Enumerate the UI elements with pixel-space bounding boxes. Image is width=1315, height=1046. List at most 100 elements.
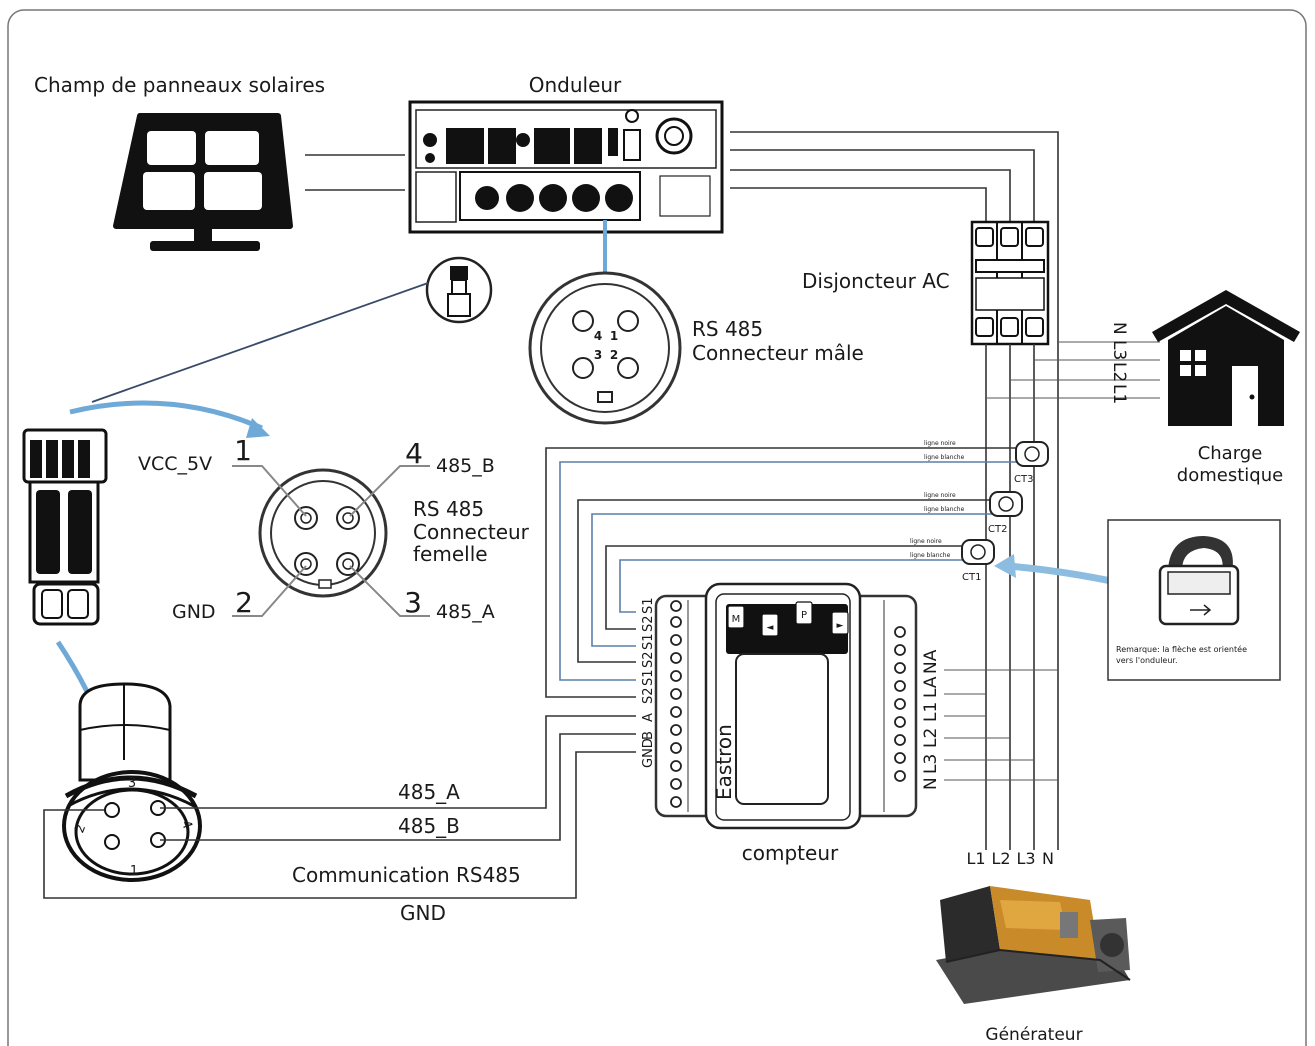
- meter-terminal-s1-ct2: S1: [641, 633, 656, 650]
- eastron-meter: [654, 582, 918, 830]
- ct3-white-label: ligne blanche: [924, 454, 965, 461]
- ac-wire-l1-top: [730, 187, 987, 222]
- house-phase-l1: L1: [1109, 384, 1129, 404]
- wire-485-a: [160, 715, 636, 809]
- ct-note-line-2: vers l'onduleur.: [1116, 656, 1178, 665]
- wire-485-b-label: 485_B: [398, 814, 460, 838]
- house-phase-l3: L3: [1109, 340, 1129, 360]
- ac-breaker-icon: [970, 220, 1050, 346]
- ct2-black-label: ligne noire: [924, 492, 956, 499]
- meter-terminal-s1-ct1: S1: [641, 597, 656, 614]
- meter-brand: Eastron: [712, 724, 736, 800]
- meter-p-button[interactable]: [795, 601, 813, 625]
- ct3-black-wire: [545, 447, 1020, 698]
- rs485-female-label-1: RS 485: [413, 497, 484, 521]
- meter-m-label: M: [732, 614, 741, 625]
- female-pin-1: 1: [234, 434, 252, 467]
- ct2-white-wire: [591, 513, 994, 647]
- house-phase-l2: L2: [1109, 362, 1129, 382]
- meter-terminal-l3: L3: [921, 754, 941, 774]
- meter-m-button[interactable]: [727, 605, 745, 629]
- meter-terminal-l1: L1: [921, 702, 941, 722]
- meter-terminal-s2-ct3: S2: [641, 687, 656, 704]
- meter-label: compteur: [742, 841, 839, 865]
- ct-clamp-large-icon: [1158, 536, 1240, 626]
- ct3-label: CT3: [1014, 474, 1033, 485]
- ct3-clamp-icon: [1015, 441, 1049, 467]
- meter-buttons: M ◄ P ►: [727, 601, 849, 637]
- ct1-black-wire: [605, 545, 966, 630]
- meter-left-button[interactable]: [761, 613, 779, 637]
- solar-field-label: Champ de panneaux solaires: [34, 73, 325, 97]
- wire-gnd-label: GND: [400, 901, 446, 925]
- generator-label: Générateur: [985, 1025, 1082, 1045]
- ct1-clamp-icon: [961, 539, 995, 565]
- wire-485-a-label: 485_A: [398, 780, 460, 804]
- male-pin-2: 2: [610, 348, 618, 362]
- meter-terminal-s2-ct2: S2: [641, 651, 656, 668]
- ct2-clamp-icon: [989, 491, 1023, 517]
- male-pin-4: 4: [594, 329, 602, 343]
- ct2-black-wire: [577, 499, 994, 663]
- meter-right-button[interactable]: [831, 611, 849, 635]
- ct1-black-label: ligne noire: [910, 538, 942, 545]
- rs485-female-connector: [258, 468, 388, 598]
- meter-right-label: ►: [837, 621, 844, 631]
- diagram-frame: [7, 9, 1307, 1046]
- gen-phase-n: N: [1042, 849, 1054, 868]
- ct-note-line-1: Remarque: la flèche est orientée: [1116, 644, 1247, 654]
- ac-wire-n: [730, 131, 1059, 850]
- 485-a-label: 485_A: [436, 601, 495, 623]
- wire-gnd: [43, 751, 636, 899]
- rs485-male-label-1: RS 485: [692, 317, 763, 341]
- house-phase-n: N: [1109, 322, 1129, 335]
- meter-left-label: ◄: [767, 623, 774, 633]
- meter-terminal-b: B: [641, 731, 656, 740]
- home-load-label-1: Charge: [1198, 443, 1263, 464]
- house-icon: [1152, 290, 1300, 426]
- gen-phase-l3: L3: [1016, 849, 1035, 868]
- home-load-label-2: domestique: [1177, 465, 1283, 486]
- ac-breaker-label: Disjoncteur AC: [802, 269, 950, 293]
- meter-terminal-na: NA: [921, 649, 941, 674]
- meter-p-label: P: [801, 610, 807, 621]
- inverter-icon: [408, 100, 724, 234]
- ct1-white-label: ligne blanche: [910, 552, 951, 559]
- meter-terminal-la: LA: [921, 676, 941, 698]
- inverter-label: Onduleur: [529, 73, 622, 97]
- ct2-label: CT2: [988, 524, 1007, 535]
- ct2-white-label: ligne blanche: [924, 506, 965, 513]
- female-pin-2: 2: [235, 586, 253, 619]
- ct1-white-wire: [619, 559, 966, 613]
- plug-to-female-arrow: [69, 400, 263, 431]
- arrow-head-icon: [994, 554, 1016, 578]
- meter-terminal-n: N: [921, 777, 941, 790]
- meter-terminal-s2-ct1: S2: [641, 615, 656, 632]
- gnd-label: GND: [172, 601, 216, 623]
- meter-right-terminal-screws: [894, 626, 906, 782]
- ac-wire-l3-top: [730, 149, 1035, 222]
- ac-wire-l2-top: [730, 169, 1011, 222]
- rs485-socket-icon: [62, 682, 202, 882]
- plug-zoom-line: [91, 282, 429, 403]
- female-pin-4: 4: [405, 437, 423, 470]
- generator-icon: [936, 886, 1131, 1004]
- meter-left-terminal-screws: [670, 600, 682, 808]
- ct3-white-wire: [559, 461, 1020, 681]
- rs485-male-connector: 4 1 3 2: [528, 271, 682, 425]
- female-pin-3: 3: [404, 586, 422, 619]
- wire-485-b: [160, 733, 636, 841]
- vcc-label: VCC_5V: [138, 453, 212, 475]
- ct1-label: CT1: [962, 572, 981, 583]
- rs485-male-label-2: Connecteur mâle: [692, 341, 864, 365]
- b-leader-line: [349, 465, 430, 517]
- plug-pin-1: 1: [130, 864, 138, 879]
- gnd-leader-line: [232, 565, 307, 617]
- a-leader-line: [349, 565, 430, 617]
- gen-phase-l2: L2: [991, 849, 1010, 868]
- ct3-black-label: ligne noire: [924, 440, 956, 447]
- vcc-leader-line: [232, 465, 307, 517]
- meter-terminal-a: A: [641, 713, 656, 722]
